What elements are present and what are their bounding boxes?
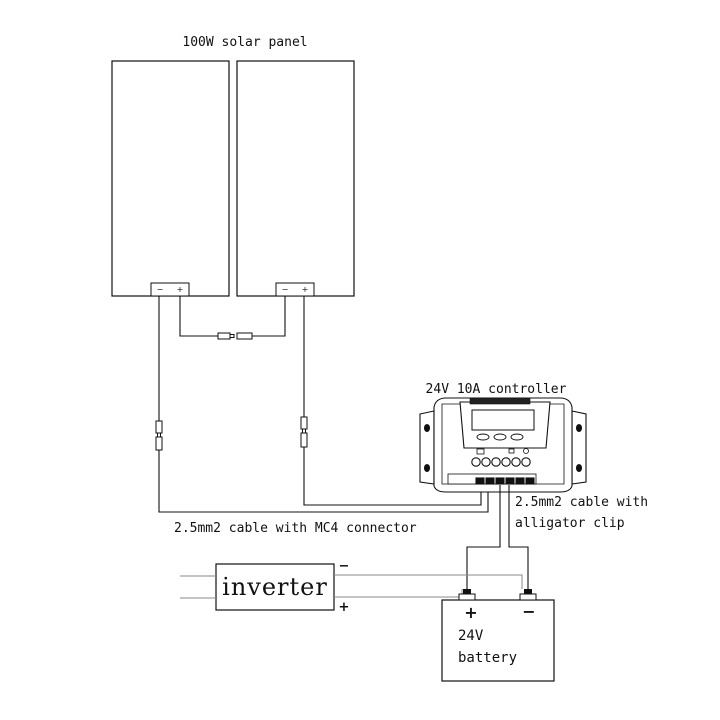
inverter-dc-cables: [334, 574, 523, 598]
alligator-cable-label-line2: alligator clip: [515, 516, 625, 531]
mc4-cable-negative: [158, 296, 489, 513]
charge-controller: [419, 397, 587, 493]
solar-panel-left: [111, 60, 230, 297]
junction-box-right-plus: +: [302, 285, 309, 294]
inverter-minus-sign: −: [339, 559, 350, 574]
junction-box-left-minus: −: [157, 285, 164, 294]
solar-panel-right: [236, 60, 355, 297]
mc4-cable-label: 2.5mm2 cable with MC4 connector: [174, 521, 417, 536]
battery-plus-sign: +: [464, 603, 477, 622]
inverter-plus-sign: +: [339, 600, 350, 615]
junction-box-left: − +: [150, 282, 190, 297]
battery-cables: [466, 485, 529, 589]
battery-label-line2: battery: [458, 650, 517, 666]
inverter-ac-output: [180, 575, 216, 599]
battery-label-line1: 24V: [458, 628, 484, 644]
junction-box-right: − +: [275, 282, 315, 297]
mc4-cable-positive: [303, 296, 482, 506]
panel-series-cable: [179, 296, 286, 337]
junction-box-left-plus: +: [177, 285, 184, 294]
mc4-connector-positive: [300, 416, 308, 448]
junction-box-right-minus: −: [282, 285, 289, 294]
solar-panel-title: 100W solar panel: [182, 35, 307, 50]
controller-label: 24V 10A controller: [426, 382, 567, 397]
mc4-connector-negative: [155, 420, 163, 451]
mc4-connector-series: [217, 332, 253, 340]
battery-minus-sign: −: [522, 602, 535, 621]
inverter: inverter: [215, 563, 335, 611]
inverter-label: inverter: [222, 573, 328, 601]
battery: + − 24V battery: [441, 589, 555, 682]
alligator-cable-label-line1: 2.5mm2 cable with: [515, 495, 648, 510]
